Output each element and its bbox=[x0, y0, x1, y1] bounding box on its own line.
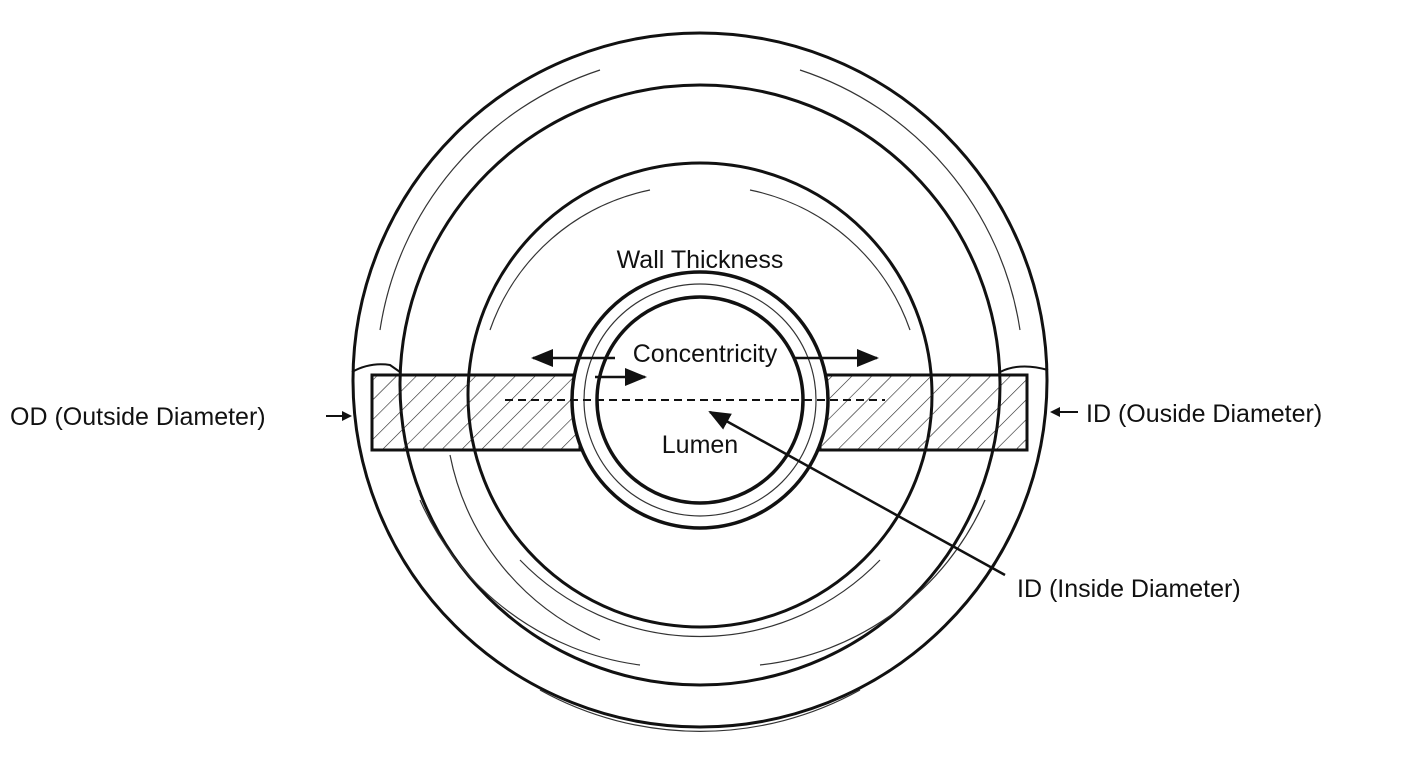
id-inside-arrow bbox=[708, 410, 1006, 577]
id-right-label: ID (Ouside Diameter) bbox=[1086, 400, 1322, 428]
wall-thickness-label: Wall Thickness bbox=[617, 246, 784, 274]
lumen-label: Lumen bbox=[662, 431, 738, 459]
sketch-strokes bbox=[379, 69, 1021, 732]
outer-wall-circle bbox=[351, 31, 1049, 729]
concentricity-label: Concentricity bbox=[633, 340, 778, 368]
wall-section bbox=[351, 363, 1049, 452]
id-inside-label: ID (Inside Diameter) bbox=[1017, 575, 1241, 603]
od-label: OD (Outside Diameter) bbox=[10, 403, 266, 431]
